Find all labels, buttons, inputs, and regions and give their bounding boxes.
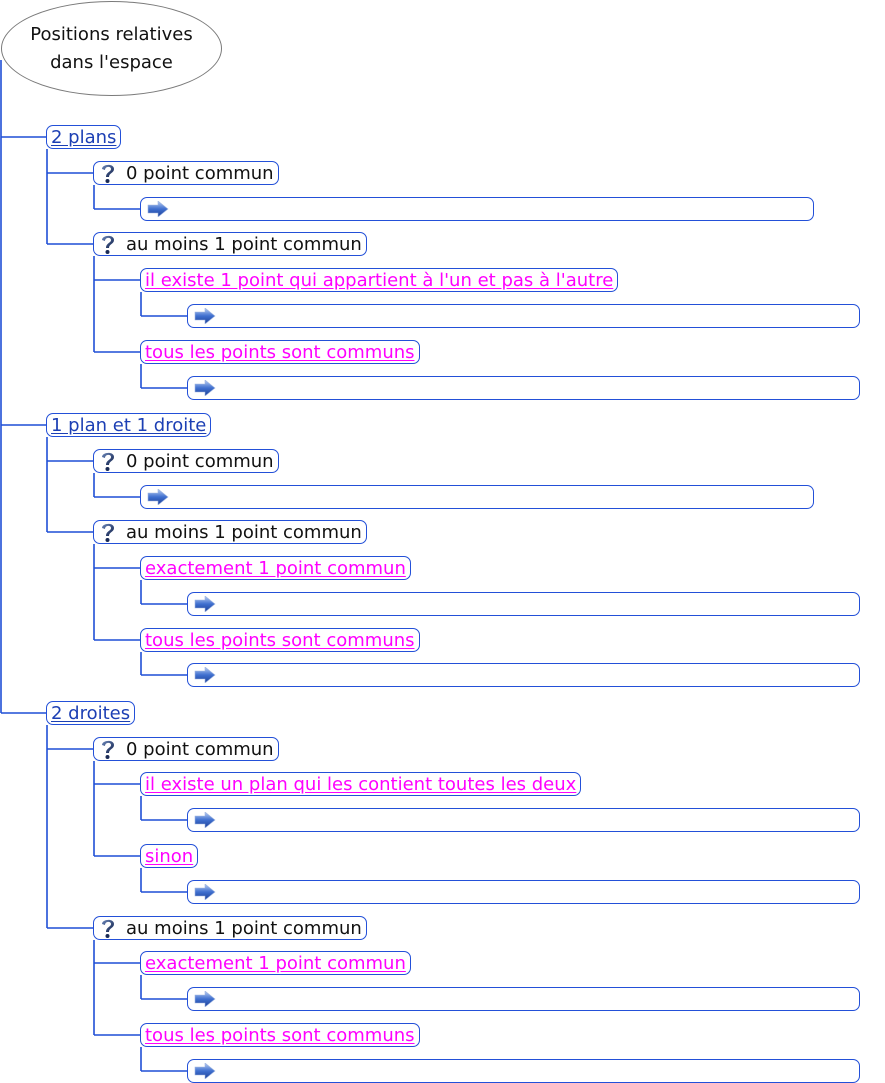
answer-node[interactable]: il existe 1 point qui appartient à l'un …: [140, 268, 619, 292]
result-node[interactable]: [187, 663, 860, 687]
result-node[interactable]: [187, 592, 860, 616]
result-node[interactable]: [187, 304, 860, 328]
arrow-right-icon: [194, 307, 218, 325]
arrow-right-icon: [194, 883, 218, 901]
node-label: au moins 1 point commun: [126, 233, 362, 255]
answer-node[interactable]: exactement 1 point commun: [140, 951, 411, 975]
node-label: tous les points sont communs: [145, 341, 415, 363]
question-node[interactable]: au moins 1 point commun: [93, 916, 367, 940]
result-node[interactable]: [187, 880, 860, 904]
question-node[interactable]: 0 point commun: [93, 449, 279, 473]
answer-node[interactable]: tous les points sont communs: [140, 340, 420, 364]
question-mark-icon: [98, 450, 118, 472]
answer-node[interactable]: sinon: [140, 844, 199, 868]
result-node[interactable]: [140, 485, 814, 509]
question-node[interactable]: 0 point commun: [93, 737, 279, 761]
answer-node[interactable]: exactement 1 point commun: [140, 556, 411, 580]
root-title-line1: Positions relatives: [30, 23, 193, 45]
question-mark-icon: [98, 162, 118, 184]
result-node[interactable]: [187, 1059, 860, 1083]
node-label: 2 droites: [51, 702, 131, 724]
answer-node[interactable]: il existe un plan qui les contient toute…: [140, 772, 582, 796]
category-node[interactable]: 1 plan et 1 droite: [46, 413, 212, 437]
arrow-right-icon: [147, 200, 171, 218]
question-node[interactable]: au moins 1 point commun: [93, 232, 367, 256]
node-label: 0 point commun: [126, 162, 274, 184]
result-node[interactable]: [187, 376, 860, 400]
answer-node[interactable]: tous les points sont communs: [140, 628, 420, 652]
arrow-right-icon: [194, 1062, 218, 1080]
node-label: au moins 1 point commun: [126, 521, 362, 543]
result-node[interactable]: [187, 987, 860, 1011]
node-label: tous les points sont communs: [145, 1024, 415, 1046]
root-title-line2: dans l'espace: [50, 51, 173, 73]
node-label: 0 point commun: [126, 450, 274, 472]
category-node[interactable]: 2 plans: [46, 125, 122, 149]
node-label: exactement 1 point commun: [145, 952, 406, 974]
category-node[interactable]: 2 droites: [46, 701, 136, 725]
question-mark-icon: [98, 917, 118, 939]
question-mark-icon: [98, 738, 118, 760]
node-label: il existe 1 point qui appartient à l'un …: [145, 269, 614, 291]
node-label: 1 plan et 1 droite: [51, 414, 207, 436]
arrow-right-icon: [194, 811, 218, 829]
node-label: exactement 1 point commun: [145, 557, 406, 579]
answer-node[interactable]: tous les points sont communs: [140, 1023, 420, 1047]
arrow-right-icon: [194, 990, 218, 1008]
question-node[interactable]: 0 point commun: [93, 161, 279, 185]
node-label: 2 plans: [51, 126, 117, 148]
root-title: Positions relatives dans l'espace: [30, 21, 192, 77]
result-node[interactable]: [187, 808, 860, 832]
node-label: sinon: [145, 845, 194, 867]
arrow-right-icon: [194, 595, 218, 613]
root-node[interactable]: Positions relatives dans l'espace: [1, 1, 222, 96]
result-node[interactable]: [140, 197, 814, 221]
question-mark-icon: [98, 521, 118, 543]
node-label: il existe un plan qui les contient toute…: [145, 773, 577, 795]
node-label: tous les points sont communs: [145, 629, 415, 651]
arrow-right-icon: [194, 379, 218, 397]
node-label: 0 point commun: [126, 738, 274, 760]
question-mark-icon: [98, 233, 118, 255]
arrow-right-icon: [194, 666, 218, 684]
question-node[interactable]: au moins 1 point commun: [93, 520, 367, 544]
node-label: au moins 1 point commun: [126, 917, 362, 939]
arrow-right-icon: [147, 488, 171, 506]
